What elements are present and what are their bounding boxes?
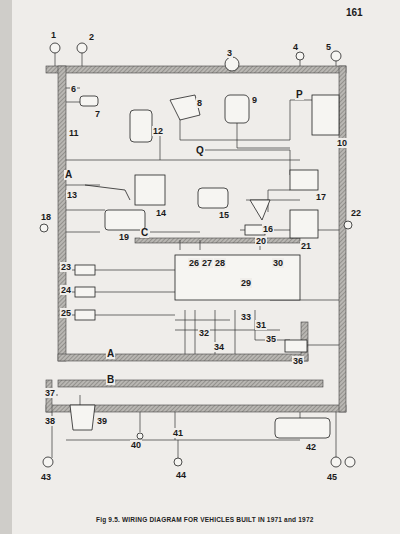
callout-number: 33 [240, 312, 252, 322]
callout-number: 13 [66, 190, 78, 200]
figure-caption: Fig 9.5. WIRING DIAGRAM FOR VEHICLES BUI… [96, 516, 314, 523]
callout-number: 42 [305, 442, 317, 452]
lamp-symbol [77, 43, 87, 53]
callout-number: 7 [94, 109, 101, 119]
tank-unit [275, 418, 330, 438]
callout-number: 3 [226, 48, 233, 58]
callout-number: 29 [240, 278, 252, 288]
callout-number: 20 [255, 236, 267, 246]
lamp-symbol [296, 52, 304, 60]
callout-number: 41 [172, 428, 184, 438]
harness [46, 66, 346, 412]
callout-number: 44 [175, 470, 187, 480]
harness-letter: Q [195, 146, 205, 156]
harness-letter: A [106, 349, 115, 359]
wires [52, 52, 339, 458]
callout-number: 26 [188, 258, 200, 268]
callout-number: 1 [50, 30, 57, 40]
callout-number: 30 [272, 258, 284, 268]
relay-symbol [290, 170, 318, 190]
switch-symbol [75, 265, 95, 275]
coil-symbol [130, 110, 152, 142]
instrument-panel [175, 255, 300, 300]
horn-symbol [225, 57, 239, 71]
fuse-box [105, 210, 145, 230]
components [40, 43, 355, 467]
lamp-symbol [40, 224, 48, 232]
callout-number: 16 [262, 224, 274, 234]
callout-number: 2 [88, 32, 95, 42]
callout-number: 4 [292, 42, 299, 52]
callout-number: 40 [130, 440, 142, 450]
distributor-symbol [225, 95, 249, 123]
callout-number: 27 [201, 258, 213, 268]
callout-number: 25 [60, 308, 72, 318]
fan-symbol [290, 210, 318, 238]
callout-number: 39 [96, 416, 108, 426]
lamp-symbol [331, 457, 341, 467]
lamp-symbol [345, 457, 355, 467]
callout-number: 18 [40, 212, 52, 222]
callout-number: 14 [155, 208, 167, 218]
callout-number: 9 [251, 95, 258, 105]
solenoid-symbol [250, 200, 270, 220]
callout-number: 11 [68, 128, 80, 138]
callout-number: 24 [60, 285, 72, 295]
page-number: 161 [345, 8, 364, 18]
lamp-symbol [331, 51, 341, 61]
callout-number: 12 [152, 126, 164, 136]
callout-number: 8 [196, 98, 203, 108]
callout-number: 22 [350, 208, 362, 218]
callout-number: 34 [213, 342, 225, 352]
regulator-symbol [135, 175, 165, 205]
harness-letter: B [106, 375, 115, 385]
callout-number: 31 [255, 320, 267, 330]
switch-symbol [75, 310, 95, 320]
callout-number: 36 [292, 356, 304, 366]
callout-number: 35 [265, 334, 277, 344]
callout-number: 37 [44, 388, 56, 398]
battery-symbol [312, 95, 339, 135]
callout-number: 6 [70, 84, 77, 94]
sender-symbol [85, 185, 130, 200]
callout-number: 5 [325, 42, 332, 52]
lamp-symbol [137, 433, 143, 439]
lamp-symbol [43, 457, 53, 467]
callout-number: 43 [40, 472, 52, 482]
callout-number: 21 [300, 241, 312, 251]
callout-number: 15 [218, 210, 230, 220]
switch-symbol [70, 405, 95, 430]
harness-letter: A [64, 170, 73, 180]
harness-letter: P [295, 90, 304, 100]
lamp-symbol [50, 43, 60, 53]
starter-symbol [198, 188, 228, 208]
stalk-switch [285, 340, 307, 352]
callout-number: 38 [44, 416, 56, 426]
callout-number: 28 [214, 258, 226, 268]
callout-number: 23 [60, 262, 72, 272]
callout-number: 32 [198, 328, 210, 338]
harness-letter: C [140, 228, 149, 238]
callout-number: 45 [326, 472, 338, 482]
callout-number: 17 [315, 192, 327, 202]
switch-symbol [80, 96, 98, 106]
page-edge [0, 0, 12, 534]
callout-number: 10 [336, 138, 348, 148]
lamp-symbol [344, 221, 352, 229]
switch-symbol [75, 287, 95, 297]
lamp-symbol [174, 458, 182, 466]
callout-number: 19 [118, 232, 130, 242]
